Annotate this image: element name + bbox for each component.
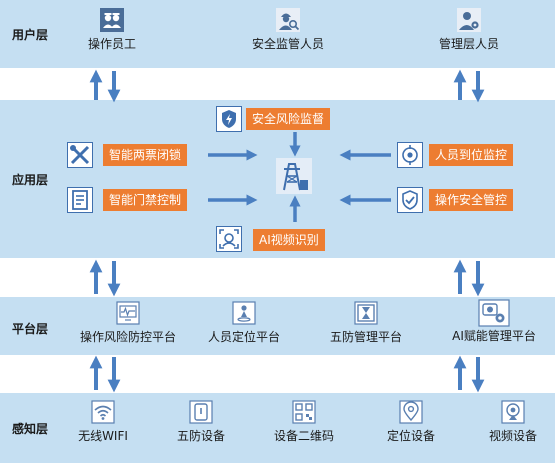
safety-supervisor-label: 安全监管人员	[251, 37, 324, 51]
operator-label: 操作员工	[87, 37, 136, 51]
risk-monitor-module: 安全风险监督	[246, 108, 331, 130]
user-layer-label: 用户层	[12, 28, 49, 42]
camera-gear-icon	[478, 299, 510, 327]
qr-code-node: 设备二维码	[262, 400, 346, 444]
ai-video-module: AI视频识别	[253, 229, 325, 251]
qr-code-icon	[292, 400, 316, 424]
shield-check-icon	[397, 187, 423, 213]
shield-lightning-icon	[216, 106, 242, 132]
five-prevention-platform-label: 五防管理平台	[329, 330, 402, 344]
lock-device-icon	[189, 400, 213, 424]
platform-layer-label: 平台层	[12, 322, 49, 336]
two-ticket-lock-module: 智能两票闭锁	[103, 144, 188, 166]
wifi-node: 无线WIFI	[68, 400, 138, 444]
person-location-icon	[232, 301, 256, 325]
safety-supervisor-node: 安全监管人员	[238, 8, 338, 52]
door-panel-icon	[67, 187, 93, 213]
five-prevention-device-label: 五防设备	[176, 429, 225, 443]
ai-platform-node: AI赋能管理平台	[438, 299, 550, 344]
application-layer-label: 应用层	[12, 173, 49, 187]
five-prevention-platform-node: 五防管理平台	[318, 301, 414, 345]
positioning-platform-node: 人员定位平台	[196, 301, 292, 345]
five-prevention-device-node: 五防设备	[166, 400, 236, 444]
workers-icon	[100, 8, 124, 32]
tools-icon	[67, 142, 93, 168]
personnel-monitor-module: 人员到位监控	[429, 144, 514, 166]
positioning-device-label: 定位设备	[386, 429, 435, 443]
admin-gear-icon	[457, 8, 481, 32]
operator-node: 操作员工	[72, 8, 152, 52]
risk-platform-label: 操作风险防控平台	[79, 330, 176, 344]
location-target-icon	[397, 142, 423, 168]
positioning-platform-label: 人员定位平台	[207, 330, 280, 344]
map-pin-icon	[399, 400, 423, 424]
wifi-icon	[91, 400, 115, 424]
platform-layer-band	[0, 297, 555, 355]
wifi-label: 无线WIFI	[78, 429, 128, 443]
hourglass-frame-icon	[354, 301, 378, 325]
monitor-waveform-icon	[116, 301, 140, 325]
door-control-module: 智能门禁控制	[103, 189, 188, 211]
positioning-device-node: 定位设备	[376, 400, 446, 444]
ai-platform-label: AI赋能管理平台	[452, 329, 536, 343]
video-device-node: 视频设备	[478, 400, 548, 444]
substation-tower-icon	[276, 158, 312, 194]
operation-control-module: 操作安全管控	[429, 189, 514, 211]
qr-code-label: 设备二维码	[273, 429, 334, 443]
manager-node: 管理层人员	[424, 8, 514, 52]
inspector-icon	[276, 8, 300, 32]
video-device-label: 视频设备	[488, 429, 537, 443]
sensing-layer-label: 感知层	[12, 422, 49, 436]
webcam-icon	[501, 400, 525, 424]
manager-label: 管理层人员	[438, 37, 499, 51]
face-recognition-icon	[216, 226, 242, 252]
risk-platform-node: 操作风险防控平台	[66, 301, 190, 345]
